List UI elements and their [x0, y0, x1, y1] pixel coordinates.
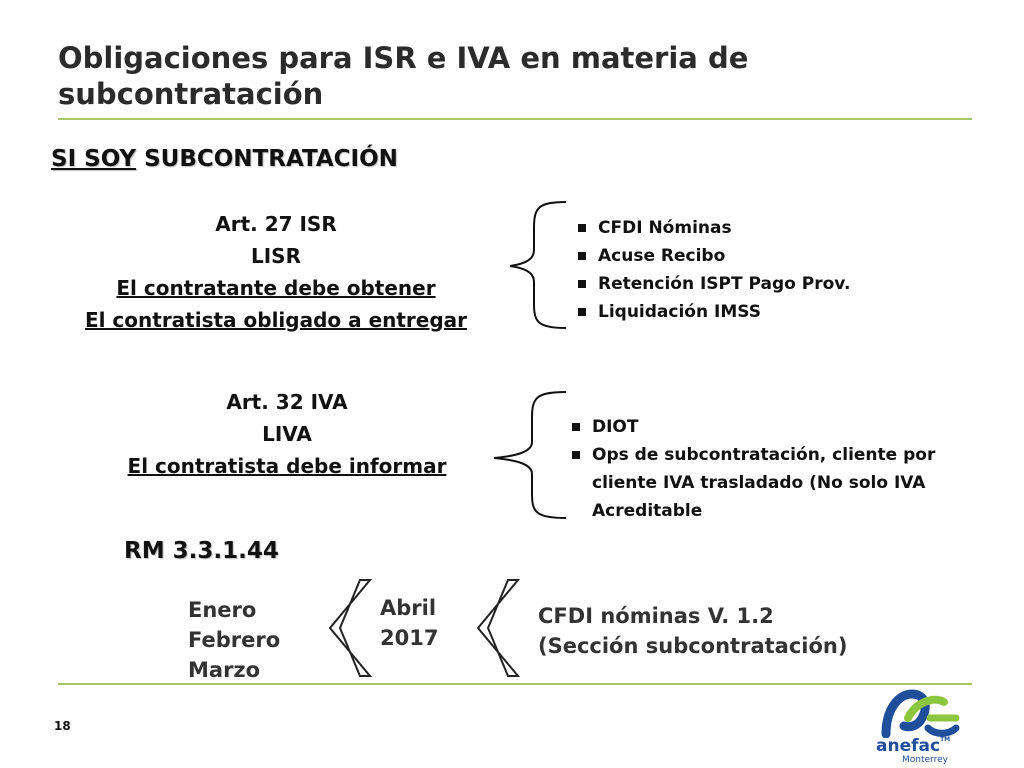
list-item: Liquidación IMSS [574, 298, 994, 326]
abril-year: 2017 [380, 626, 439, 650]
cfdi-nominas-note: CFDI nóminas V. 1.2 (Sección subcontrata… [538, 601, 847, 661]
list-item: Retención ISPT Pago Prov. [574, 270, 994, 298]
isr-contratista-line: El contratista obligado a entregar [84, 308, 468, 332]
chevron-left-icon [328, 579, 373, 677]
cfdi-version: CFDI nóminas V. 1.2 [538, 604, 774, 628]
isr-contratante-line: El contratante debe obtener [116, 276, 436, 300]
anefac-logo-city: Monterrey [902, 755, 948, 765]
anefac-logo-mark-icon [881, 689, 960, 738]
months-list: Enero Febrero Marzo [188, 595, 280, 685]
month-february: Febrero [188, 628, 281, 652]
isr-bullet-list: CFDI Nóminas Acuse Recibo Retención ISPT… [574, 214, 994, 326]
month-march: Marzo [188, 658, 261, 682]
iva-bullet-list: DIOT Ops de subcontratación, cliente por… [568, 413, 992, 525]
section-heading: SI SOY SUBCONTRATACIÓN [51, 146, 398, 172]
isr-article: Art. 27 ISR [215, 212, 337, 236]
iva-contratista-line: El contratista debe informar [127, 454, 447, 478]
abril-month: Abril [380, 596, 437, 620]
chevron-left-icon [476, 579, 521, 677]
iva-article: Art. 32 IVA [226, 390, 348, 414]
title-divider [58, 118, 972, 120]
cfdi-section: (Sección subcontratación) [538, 634, 848, 658]
anefac-logo: anefacTM Monterrey [868, 688, 978, 766]
iva-brace [493, 391, 567, 519]
list-item: CFDI Nóminas [574, 214, 994, 242]
list-item: Acuse Recibo [574, 242, 994, 270]
anefac-logo-tm: TM [940, 736, 951, 743]
page-number: 18 [54, 719, 71, 733]
isr-brace [509, 201, 567, 329]
section-heading-underlined: SI SOY [51, 146, 137, 172]
abril-2017: Abril 2017 [380, 593, 438, 653]
anefac-logo-name: anefac [876, 736, 941, 756]
iva-law: LIVA [262, 422, 312, 446]
isr-law: LISR [251, 244, 301, 268]
list-item: DIOT [568, 413, 992, 441]
section-heading-rest: SUBCONTRATACIÓN [136, 146, 398, 172]
slide-title-line-1: Obligaciones para ISR e IVA en materia d… [58, 41, 749, 75]
month-january: Enero [188, 598, 257, 622]
isr-article-block: Art. 27 ISR LISR El contratante debe obt… [68, 208, 484, 336]
list-item: Ops de subcontratación, cliente por clie… [568, 441, 992, 525]
iva-article-block: Art. 32 IVA LIVA El contratista debe inf… [100, 386, 474, 482]
slide-title-line-2: subcontratación [58, 77, 324, 111]
rm-label: RM 3.3.1.44 [124, 538, 279, 564]
footer-divider [58, 683, 972, 685]
slide-title: Obligaciones para ISR e IVA en materia d… [58, 40, 958, 112]
